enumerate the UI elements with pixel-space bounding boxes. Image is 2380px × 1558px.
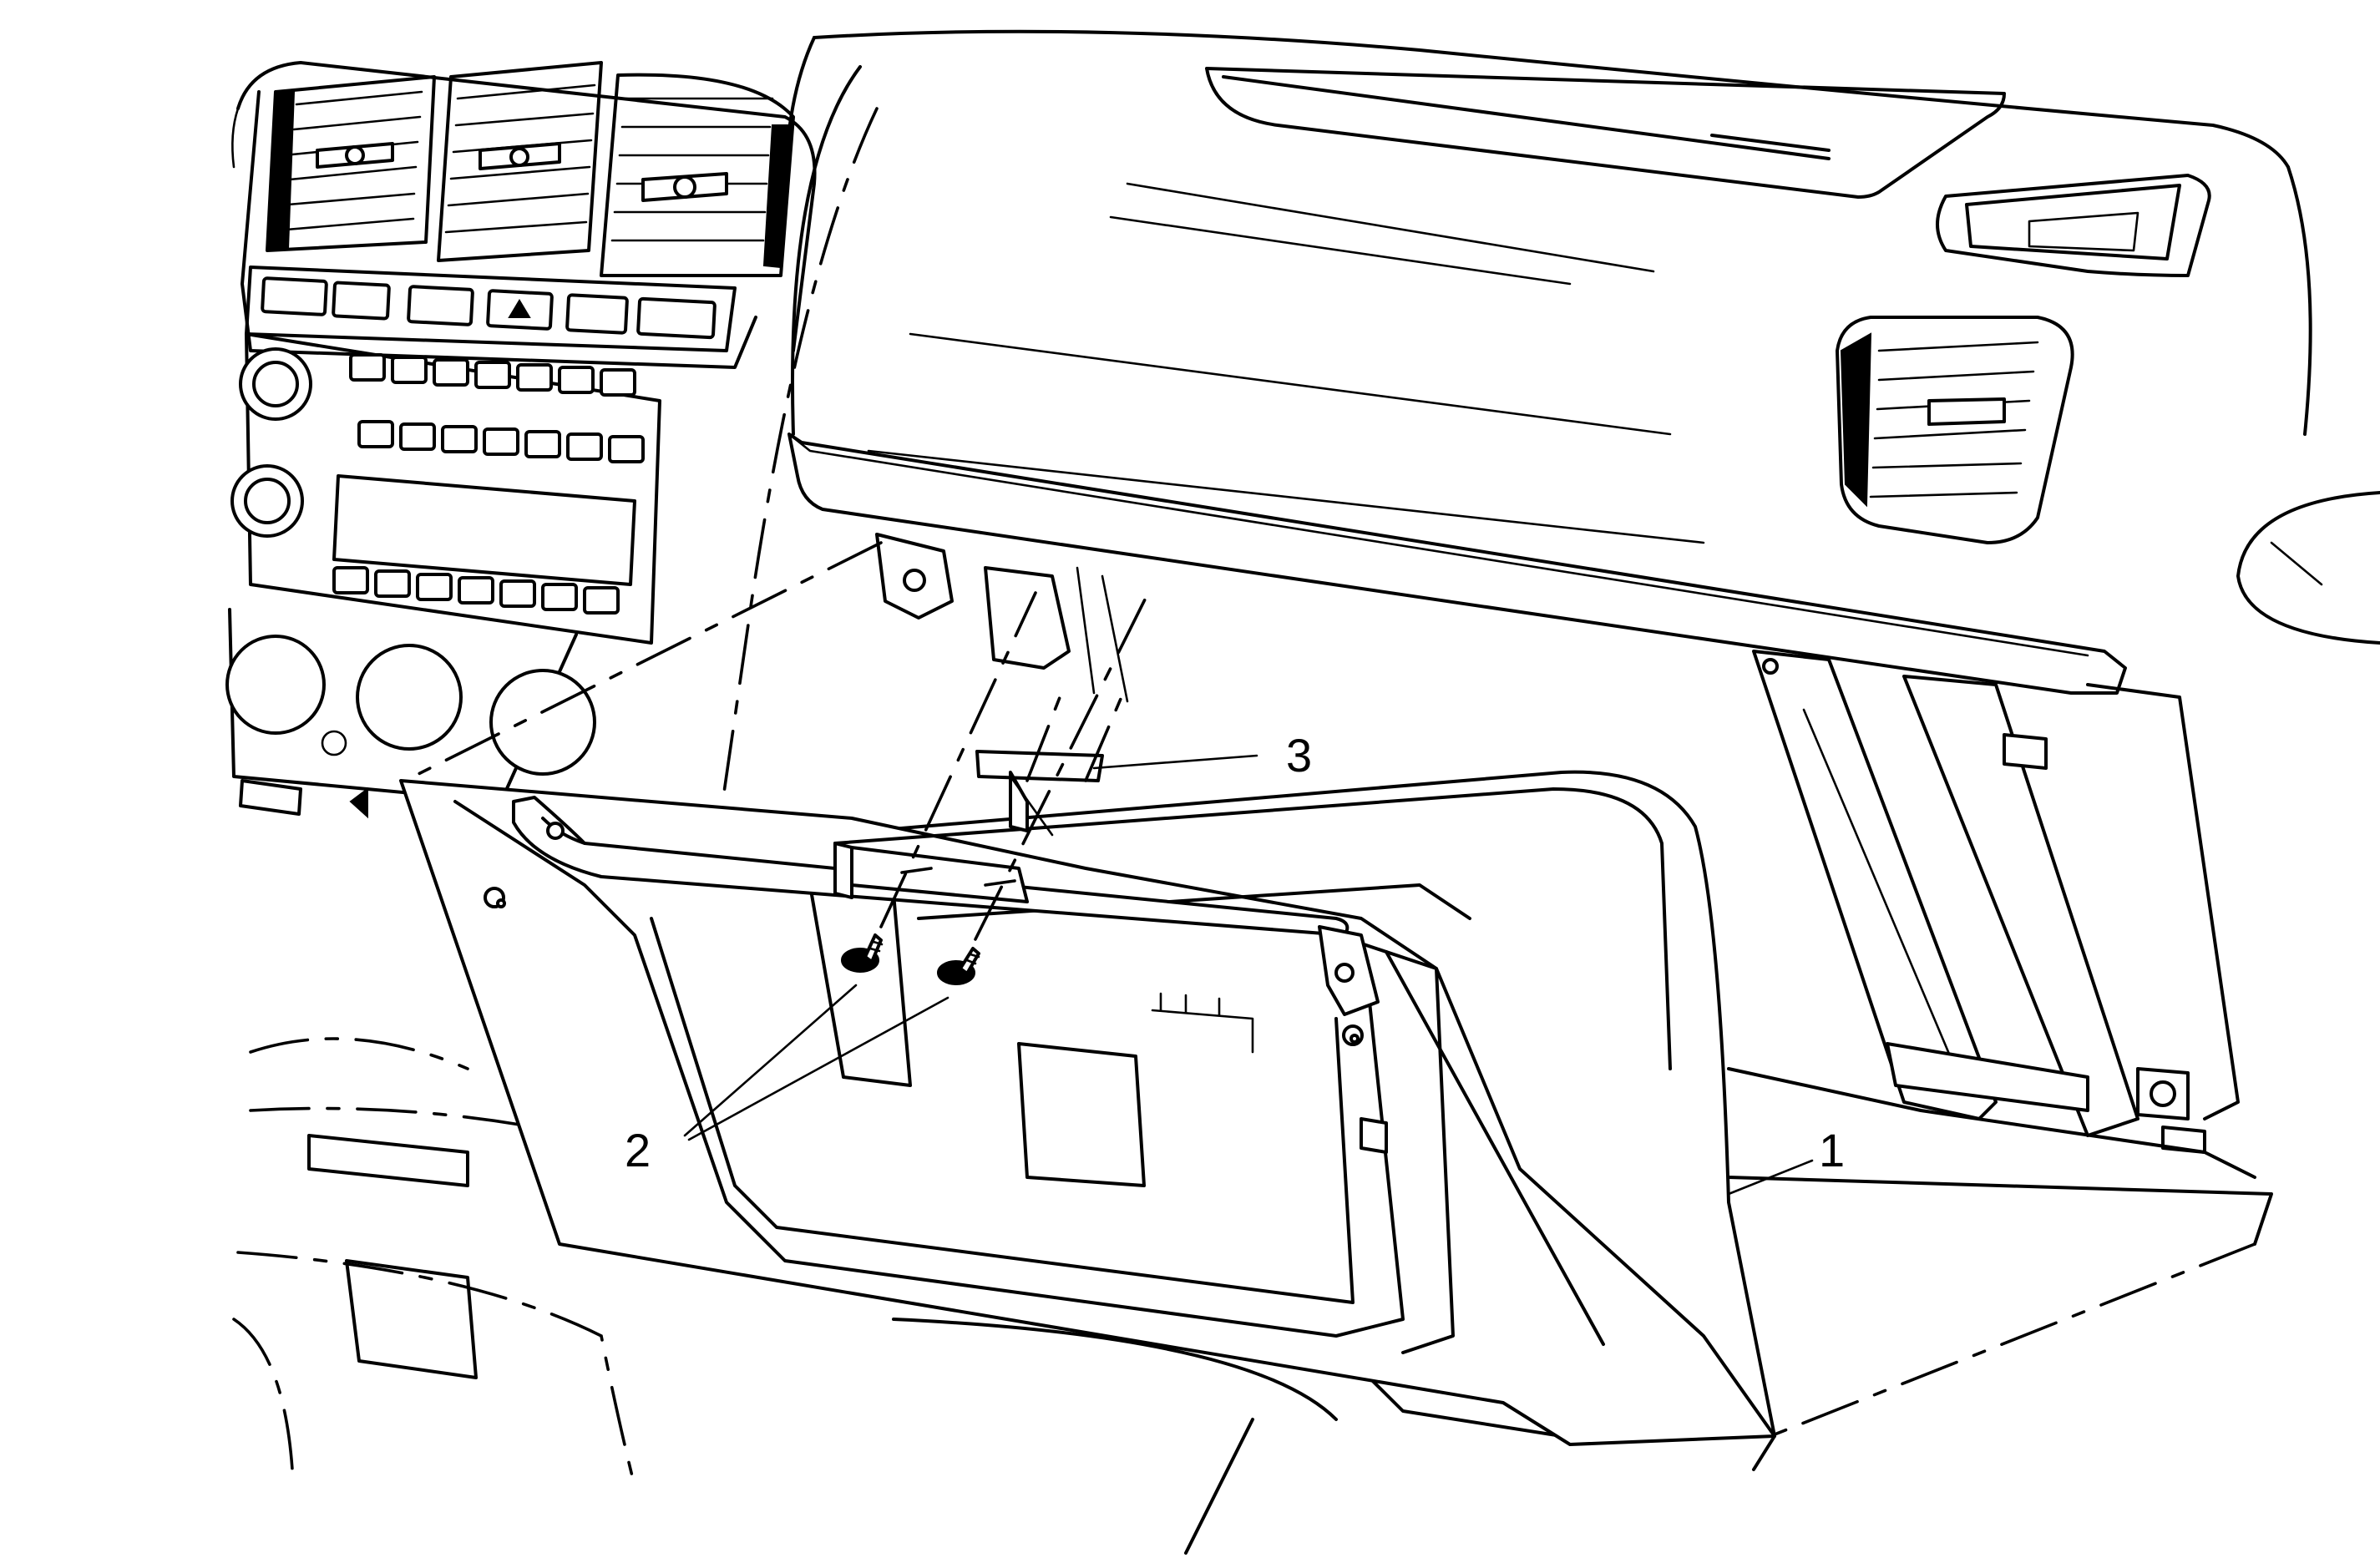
glove-box-latch [1017, 1042, 1146, 1187]
check-strap-bracket [975, 750, 1104, 837]
upper-trim-rail [787, 432, 2127, 695]
hvac-controls [225, 608, 596, 819]
temperature-knob [225, 635, 326, 735]
callout-label-1: 1 [1819, 1124, 1845, 1176]
glove-box-assembly [399, 770, 2273, 1471]
glove-box-hinge-rail [512, 796, 1380, 1016]
lower-console [232, 1037, 636, 1488]
center-stack [225, 61, 817, 1488]
callout-label-3: 3 [1286, 729, 1312, 782]
exploded-view-lines [412, 541, 1154, 941]
callout-leaders [683, 754, 1814, 1196]
screw-left [841, 933, 884, 973]
instrument-panel-top [783, 29, 2312, 544]
radio-preset-buttons-top [349, 353, 636, 397]
right-edge-component [2236, 491, 2380, 645]
center-vent-middle [437, 61, 603, 262]
switch-row [245, 266, 737, 352]
callout-label-2: 2 [625, 1124, 651, 1176]
fan-knob [356, 644, 463, 751]
radio-display [332, 474, 636, 586]
left-hinge-bracket [875, 533, 1129, 703]
radio-preset-buttons-mid [357, 420, 645, 463]
center-vent-left [266, 75, 436, 252]
center-vent-right [600, 73, 795, 277]
screw-right [937, 947, 980, 985]
mode-knob [489, 669, 596, 776]
radio-preset-buttons-bottom [332, 566, 620, 615]
right-support-bracket [1727, 650, 2256, 1179]
radio-head-unit [230, 332, 661, 645]
right-side-vent [1836, 174, 2211, 544]
